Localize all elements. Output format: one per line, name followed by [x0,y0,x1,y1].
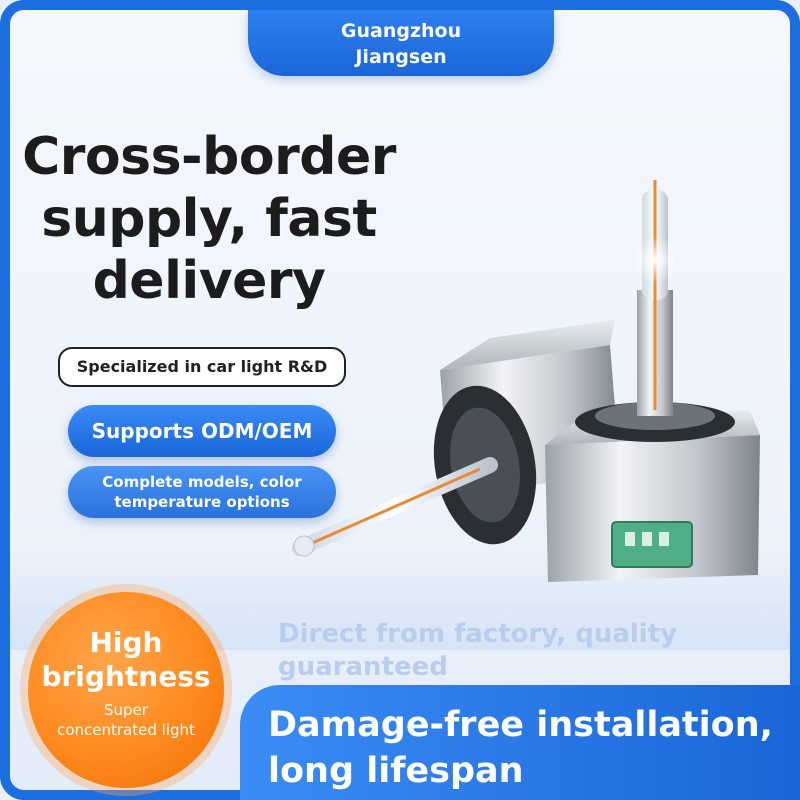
brightness-line-2: brightness [41,660,211,693]
front-bulb [545,180,760,582]
brightness-small-2: concentrated light [57,721,195,739]
brand-line-2: Jiangsen [355,46,447,68]
rd-badge: Specialized in car light R&D [58,347,346,387]
headline: Cross-border supply, fast delivery [14,126,404,312]
xenon-headlight-bulb-icon [292,180,760,582]
brightness-small-1: Super [104,701,148,719]
headline-line-2: supply, fast [41,189,377,249]
rear-bulb [292,320,620,557]
brightness-title: High brightness [28,626,224,694]
models-line-2: temperature options [114,493,290,511]
factory-line-2: guaranteed [278,652,448,682]
brand-tab: Guangzhou Jiangsen [248,10,554,76]
brightness-badge: High brightness Super concentrated light [28,592,224,788]
factory-line-1: Direct from factory, quality [278,619,678,649]
headline-line-1: Cross-border [22,127,396,187]
models-line-1: Complete models, color [102,473,302,491]
bottom-line-2: long lifespan [268,751,524,791]
bottom-line-1: Damage-free installation, [268,705,773,745]
headline-line-3: delivery [92,251,326,311]
bottom-tagline: Damage-free installation, long lifespan [268,702,798,794]
models-badge: Complete models, color temperature optio… [68,466,336,518]
brightness-line-1: High [89,626,163,659]
brightness-subtitle: Super concentrated light [28,700,224,740]
bottom-banner [240,685,800,800]
brand-line-1: Guangzhou [340,20,462,42]
odm-badge: Supports ODM/OEM [68,405,336,457]
factory-tagline: Direct from factory, quality guaranteed [278,618,738,684]
